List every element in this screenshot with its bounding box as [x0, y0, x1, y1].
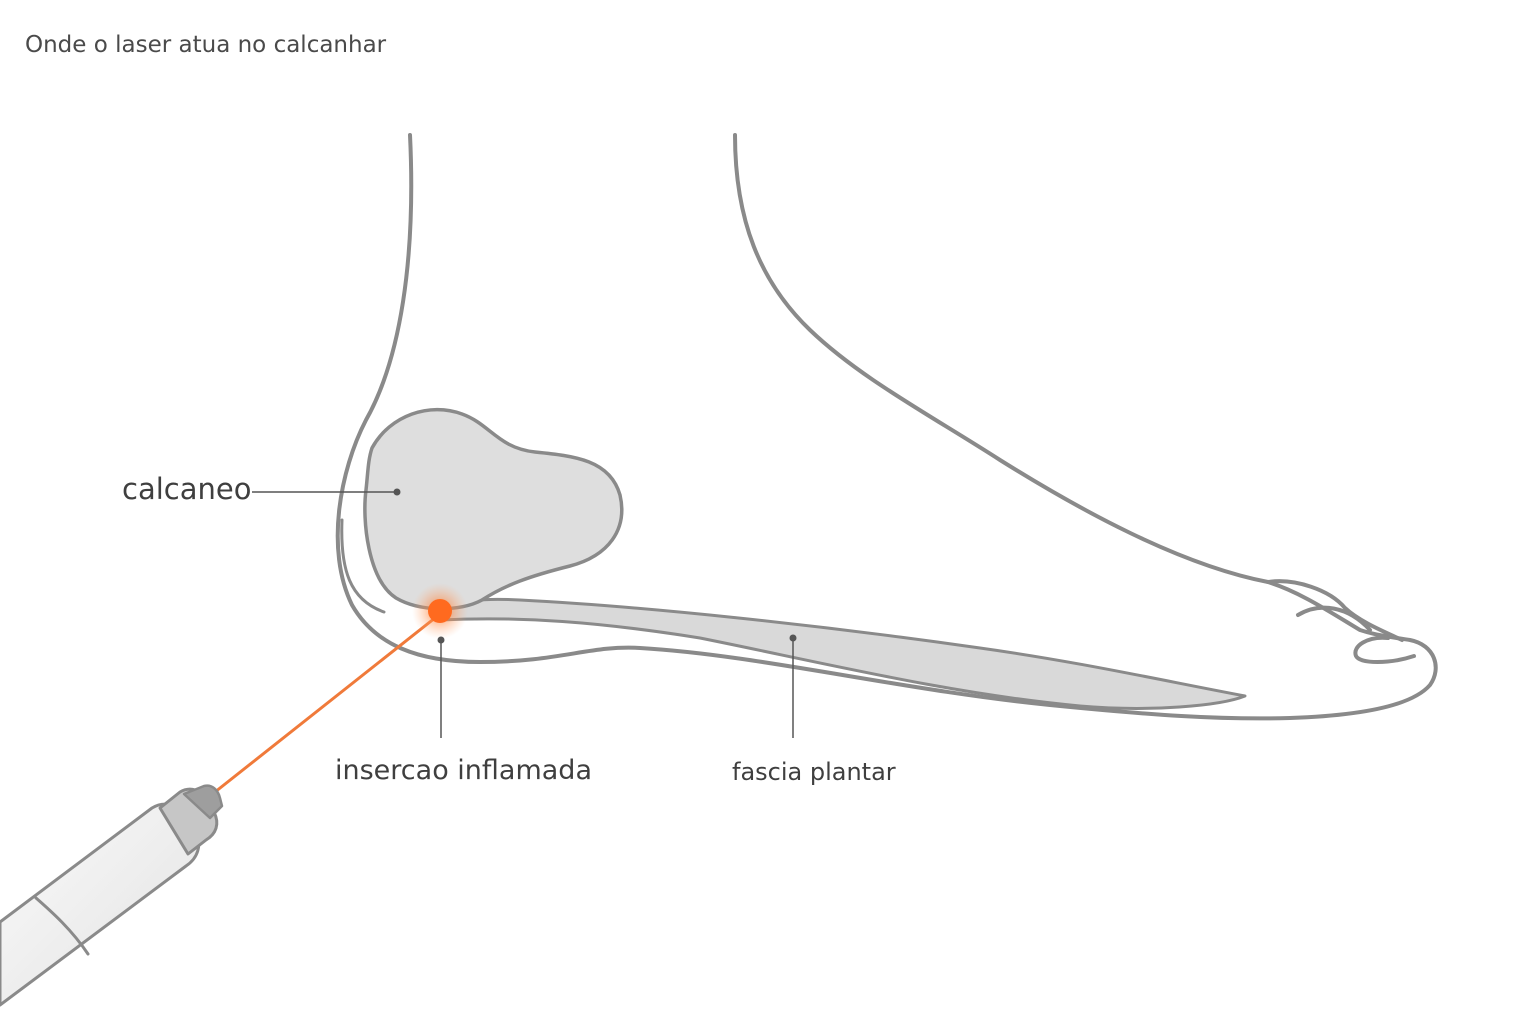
laser-pen-body	[0, 802, 201, 1007]
plantar-fascia	[438, 597, 1247, 710]
label-inflamed-insertion: insercao inflamada	[335, 755, 592, 786]
leader-dot-insertion	[437, 636, 445, 644]
laser-pen	[0, 784, 224, 1007]
foot-outline	[335, 133, 1438, 721]
laser-pen-ring	[34, 896, 90, 956]
label-calcaneus: calcaneo	[122, 472, 252, 506]
diagram-title: Onde o laser atua no calcanhar	[25, 32, 387, 58]
laser-pen-tip	[182, 784, 224, 820]
heel-inner-outline	[340, 518, 386, 614]
toe-outline	[1296, 605, 1372, 632]
laser-beam	[213, 612, 442, 794]
leader-dot-bone	[393, 488, 401, 496]
toenail-outline	[1353, 635, 1416, 664]
inflamed-insertion-dot	[428, 599, 452, 623]
label-plantar-fascia: fascia plantar	[732, 758, 896, 786]
toe-outline	[1266, 579, 1404, 642]
leader-dot-fascia	[789, 634, 797, 642]
calcaneus-bone	[363, 407, 624, 611]
